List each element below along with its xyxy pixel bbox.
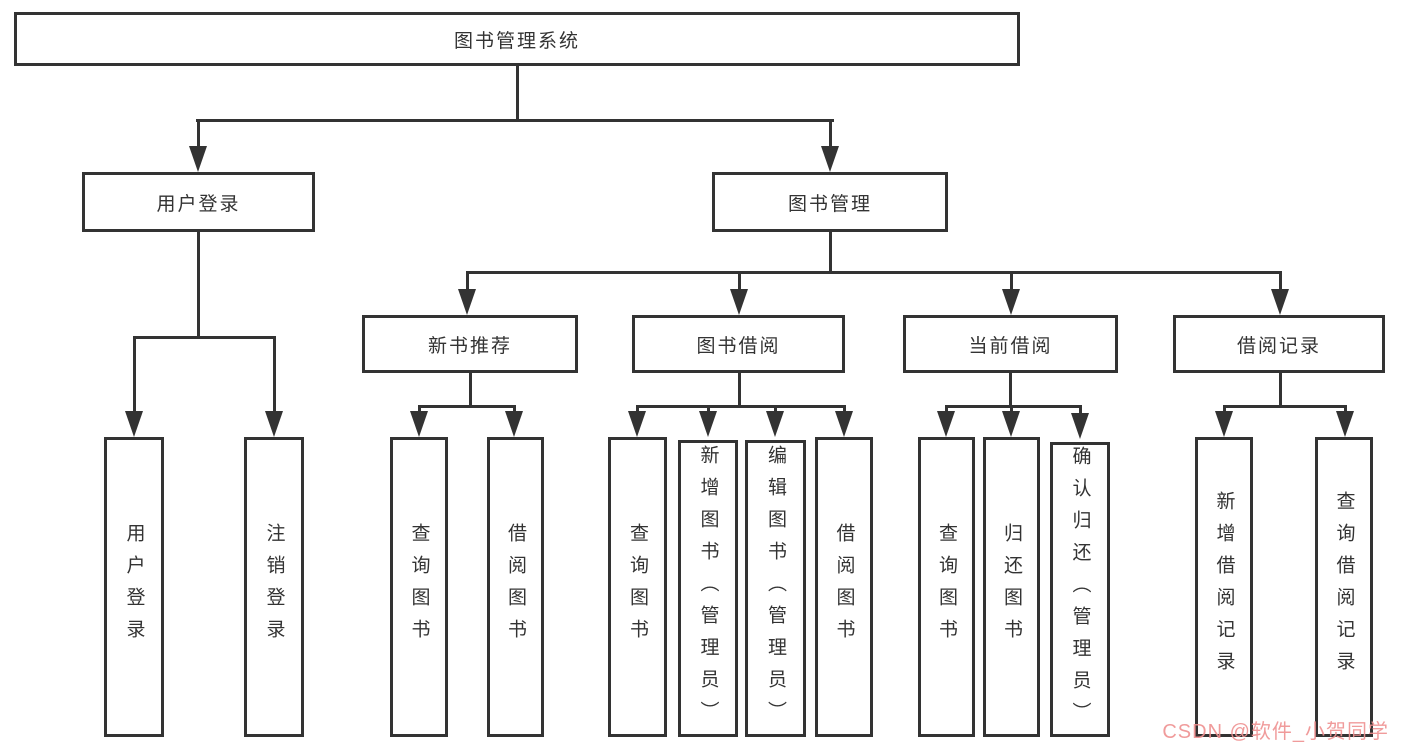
node-current-borrow: 当前借阅 [903,315,1118,373]
node-new-book-rec: 新书推荐 [362,315,578,373]
node-book-borrow-label: 图书借阅 [696,335,781,357]
node-new-book-rec-label: 新书推荐 [427,335,512,357]
connector-drop-new-book-rec [466,271,469,293]
arrow-book-borrow [730,289,748,315]
connector-current-borrow-rail [945,405,1082,408]
connector-new-book-rec-stem [469,373,472,408]
leaf-bb-borrow-books-label: 借阅图书 [833,523,855,651]
arrow-user-login [189,146,207,172]
leaf-rec-query-books-label: 查询图书 [408,523,430,651]
leaf-bb-add-books-label: 新增图书（管理员） [697,444,719,733]
node-borrow-records-label: 借阅记录 [1236,335,1321,357]
connector-drop-bb-edit [774,405,777,415]
connector-new-book-rec-rail [418,405,516,408]
connector-drop-leaf-user-login [133,336,136,413]
connector-current-borrow-stem [1009,373,1012,408]
leaf-cb-query-books-label: 查询图书 [936,523,957,651]
connector-drop-cb-confirm [1079,405,1082,415]
arrow-leaf-user-login [125,411,143,437]
leaf-bb-edit-books-label: 编辑图书（管理员） [765,444,786,733]
connector-drop-leaf-logout [273,336,276,413]
leaf-logout: 注销登录 [244,437,304,737]
connector-root-stem [516,66,519,121]
leaf-br-add-record-label: 新增借阅记录 [1213,491,1235,683]
connector-drop-bb-query [636,405,639,415]
arrow-br-query [1336,411,1354,437]
leaf-rec-borrow-books: 借阅图书 [487,437,544,737]
leaf-user-login: 用户登录 [104,437,164,737]
leaf-bb-query-books: 查询图书 [608,437,667,737]
leaf-bb-add-books: 新增图书（管理员） [678,440,738,737]
connector-drop-rec-borrow [513,405,516,415]
arrow-cb-confirm [1071,413,1089,439]
connector-book-mgmt-rail [466,271,1282,274]
connector-drop-br-query [1344,405,1347,415]
csdn-watermark: CSDN @软件_小贺同学 [1162,721,1389,743]
node-book-mgmt: 图书管理 [712,172,948,232]
connector-user-login-stem [197,232,200,339]
leaf-bb-borrow-books: 借阅图书 [815,437,873,737]
arrow-br-add [1215,411,1233,437]
connector-book-mgmt-stem [829,232,832,274]
connector-book-borrow-rail [636,405,846,408]
node-book-borrow: 图书借阅 [632,315,845,373]
leaf-bb-query-books-label: 查询图书 [627,523,648,651]
leaf-cb-confirm-return-label: 确认归还（管理员） [1069,445,1091,734]
node-user-login-label: 用户登录 [156,193,241,215]
connector-drop-cb-return [1010,405,1013,415]
arrow-bb-borrow [835,411,853,437]
arrow-bb-add [699,411,717,437]
node-book-mgmt-label: 图书管理 [787,193,872,215]
node-user-login: 用户登录 [82,172,315,232]
arrow-current-borrow [1002,289,1020,315]
leaf-cb-query-books: 查询图书 [918,437,975,737]
connector-drop-borrow-records [1279,271,1282,293]
arrow-rec-borrow [505,411,523,437]
connector-root-rail [196,119,834,122]
leaf-br-query-record-label: 查询借阅记录 [1333,491,1355,683]
arrow-cb-query [937,411,955,437]
leaf-cb-return-books: 归还图书 [983,437,1040,737]
connector-drop-book-mgmt [829,119,832,149]
arrow-leaf-logout [265,411,283,437]
connector-book-borrow-stem [738,373,741,408]
leaf-user-login-label: 用户登录 [123,523,145,651]
arrow-cb-return [1002,411,1020,437]
arrow-new-book-rec [458,289,476,315]
connector-borrow-records-rail [1223,405,1347,408]
arrow-bb-query [628,411,646,437]
connector-drop-bb-add [707,405,710,415]
leaf-cb-return-books-label: 归还图书 [1001,523,1022,651]
leaf-bb-edit-books: 编辑图书（管理员） [745,440,806,737]
connector-drop-rec-query [418,405,421,415]
node-borrow-records: 借阅记录 [1173,315,1385,373]
leaf-br-add-record: 新增借阅记录 [1195,437,1253,737]
connector-drop-book-borrow [738,271,741,293]
connector-drop-current-borrow [1010,271,1013,293]
connector-borrow-records-stem [1279,373,1282,408]
node-current-borrow-label: 当前借阅 [968,335,1053,357]
connector-drop-cb-query [945,405,948,415]
arrow-borrow-records [1271,289,1289,315]
leaf-br-query-record: 查询借阅记录 [1315,437,1373,737]
leaf-rec-query-books: 查询图书 [390,437,448,737]
node-root-label: 图书管理系统 [453,30,580,52]
node-root: 图书管理系统 [14,12,1020,66]
leaf-cb-confirm-return: 确认归还（管理员） [1050,442,1110,737]
connector-user-login-rail [133,336,276,339]
connector-drop-br-add [1223,405,1226,415]
leaf-rec-borrow-books-label: 借阅图书 [505,523,526,651]
arrow-rec-query [410,411,428,437]
leaf-logout-label: 注销登录 [263,523,285,651]
connector-drop-bb-borrow [843,405,846,415]
arrow-bb-edit [766,411,784,437]
arrow-book-mgmt [821,146,839,172]
connector-drop-user-login [197,119,200,149]
